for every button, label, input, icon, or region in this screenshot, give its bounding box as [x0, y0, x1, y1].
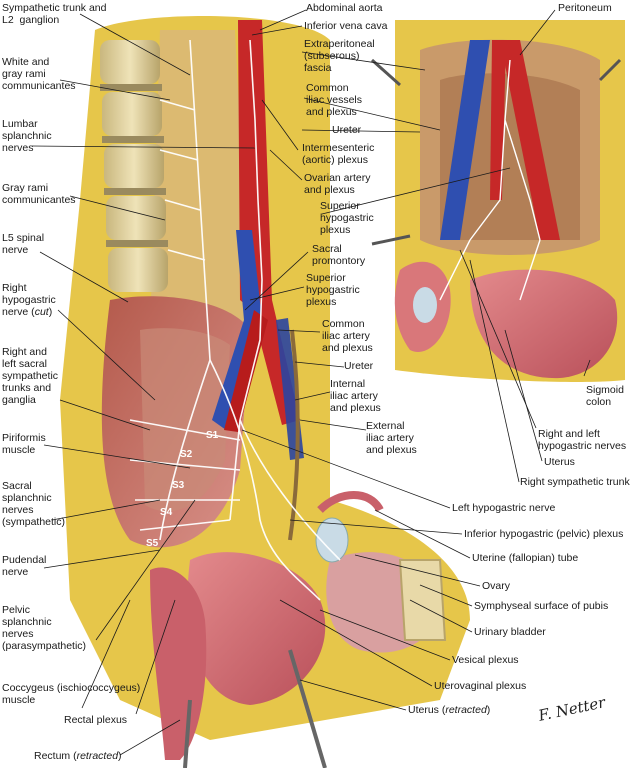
label-ureter: Ureter [344, 360, 374, 372]
label-l5-nerve: L5 spinal nerve [2, 232, 45, 256]
label-external-iliac: External iliac artery and plexus [366, 420, 417, 456]
tube-shape [317, 491, 384, 513]
label-urinary-bladder: Urinary bladder [474, 626, 546, 638]
label-ovary: Ovary [482, 580, 511, 592]
pubis [398, 559, 447, 641]
label-extraperitoneal: Extraperitoneal (subserous) fascia [304, 38, 375, 74]
label-symphyseal: Symphyseal surface of pubis [474, 600, 609, 612]
label-superior-hypogastric: Superior hypogastric plexus [306, 272, 360, 308]
ureter-line [288, 329, 300, 541]
label-sympathetic-trunk: Sympathetic trunk and L2 ganglion [2, 2, 107, 26]
label-intermesenteric: Intermesenteric (aortic) plexus [302, 142, 375, 166]
label-right-sympathetic-trunk: Right sympathetic trunk [520, 476, 630, 488]
label-piriformis: Piriformis muscle [2, 432, 46, 456]
segment-s2: S2 [180, 449, 193, 460]
vertebral-column [100, 40, 168, 292]
label-right-left-hypogastric: Right and left hypogastric nerves [538, 428, 627, 452]
label-uterovaginal: Uterovaginal plexus [434, 680, 527, 692]
label-white-gray-rami: White and gray rami communicantes [2, 56, 76, 92]
main-view [60, 16, 470, 768]
label-sigmoid: Sigmoid colon [586, 384, 624, 408]
label-lumbar-splanchnic: Lumbar splanchnic nerves [2, 118, 52, 154]
label-common-iliac-artery: Common iliac artery and plexus [322, 318, 373, 354]
label-ovarian: Ovarian artery and plexus [304, 172, 371, 196]
inferior-vena-cava [212, 230, 262, 430]
uterus-shape [187, 552, 326, 705]
segment-s5: S5 [146, 538, 159, 549]
rectum-shape [150, 567, 207, 760]
label-internal-iliac: Internal iliac artery and plexus [330, 378, 381, 414]
inset-sigmoid [470, 269, 618, 379]
label-common-iliac-vessels: Common iliac vessels and plexus [306, 82, 363, 118]
label-sacral-splanchnic: Sacral splanchnic nerves (sympathetic) [2, 480, 66, 528]
segment-s3: S3 [172, 480, 185, 491]
label-inferior-hypogastric: Inferior hypogastric (pelvic) plexus [464, 528, 624, 540]
leader-lines [31, 9, 591, 756]
label-coccygeus: Coccygeus (ischiococcygeus) muscle [2, 682, 141, 706]
label-sacral-promontory: Sacral promontory [312, 243, 366, 267]
label-rectum: Rectum (retracted) [34, 750, 122, 762]
label-peritoneum: Peritoneum [558, 2, 612, 14]
label-rectal-plexus: Rectal plexus [64, 714, 128, 726]
label-uterine-tube: Uterine (fallopian) tube [472, 552, 579, 564]
label-ureter-top: Ureter [332, 124, 362, 136]
label-abdominal-aorta: Abdominal aorta [306, 2, 383, 14]
segment-s1: S1 [206, 430, 219, 441]
label-ivc: Inferior vena cava [304, 20, 388, 32]
inset-view [371, 20, 625, 382]
label-gray-rami: Gray rami communicantes [2, 182, 76, 206]
label-pelvic-splanchnic: Pelvic splanchnic nerves (parasympatheti… [2, 604, 87, 652]
nerve-plexus [129, 39, 341, 601]
label-pudendal: Pudendal nerve [2, 554, 47, 578]
abdominal-aorta [238, 20, 300, 425]
label-vesical: Vesical plexus [452, 654, 519, 666]
ovary-shape [315, 517, 349, 563]
label-superior-hypogastric-inset: Superior hypogastric plexus [320, 200, 374, 236]
segment-s4: S4 [160, 507, 173, 518]
label-uterus-retracted: Uterus (retracted) [408, 704, 491, 716]
label-left-hypogastric: Left hypogastric nerve [452, 502, 556, 514]
iliac-artery [224, 310, 268, 432]
label-uterus: Uterus [544, 456, 575, 468]
label-sacral-trunks: Right and left sacral sympathetic trunks… [2, 346, 59, 406]
label-right-hypogastric-nerve: Right hypogastric nerve (cut) [2, 282, 56, 318]
